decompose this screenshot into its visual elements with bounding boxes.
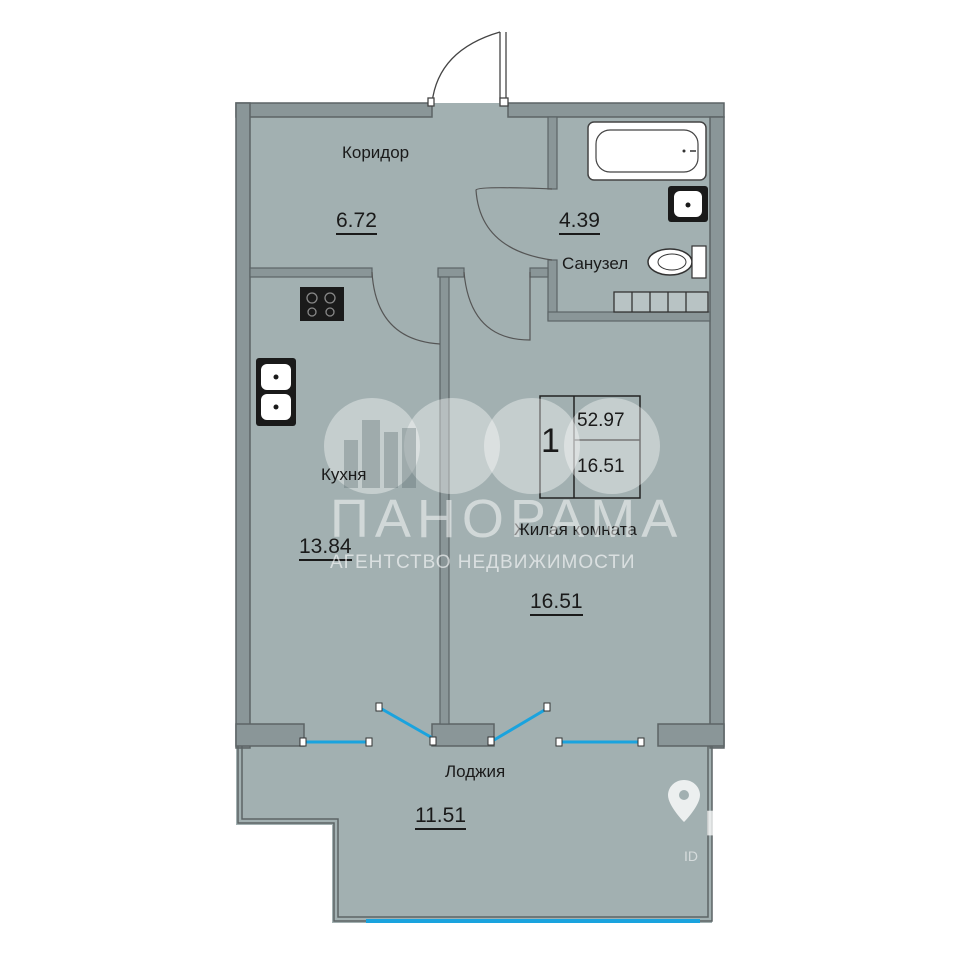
kitchen-area-value: 13.84 xyxy=(299,535,352,561)
living-name: Жилая комната xyxy=(514,520,637,539)
loggia-area-value: 11.51 xyxy=(415,804,466,830)
corridor-area-value: 6.72 xyxy=(336,209,377,235)
total-area: 52.97 xyxy=(577,410,625,431)
stove-icon xyxy=(300,287,344,321)
living-area-value: 16.51 xyxy=(530,590,583,616)
cian-id: ID xyxy=(684,848,698,864)
corridor-name: Коридор xyxy=(342,143,410,162)
toilet-icon xyxy=(647,245,707,279)
location-pin-icon xyxy=(668,780,700,822)
bathroom-area: 4.39 xyxy=(559,209,600,235)
bathroom-cabinets xyxy=(613,291,709,313)
kitchen-area: 13.84 xyxy=(299,535,352,561)
watermark-title: ПАНОРАМА xyxy=(330,489,684,549)
living-area-info: 16.51 xyxy=(577,456,625,477)
loggia-area: 11.51 xyxy=(415,804,466,830)
corridor-area: 6.72 xyxy=(336,209,377,235)
bathtub-icon xyxy=(587,121,707,181)
watermark-logo xyxy=(324,398,660,494)
watermark-subtitle: АГЕНТСТВО НЕДВИЖИМОСТИ xyxy=(330,552,636,573)
bathroom-name: Санузел xyxy=(562,254,629,273)
door-icon xyxy=(427,31,509,107)
loggia-outline xyxy=(237,746,713,922)
loggia-name: Лоджия xyxy=(445,762,506,781)
interior-door-arcs xyxy=(371,187,553,345)
windows xyxy=(304,706,700,923)
sink-icon xyxy=(668,186,708,222)
double-sink-icon xyxy=(256,358,296,426)
cian-logo: циан xyxy=(704,793,814,845)
watermark-buildings xyxy=(344,420,416,488)
living-area: 16.51 xyxy=(530,590,583,616)
window-caps xyxy=(299,702,645,747)
bathroom-area-value: 4.39 xyxy=(559,209,600,235)
rooms-count: 1 xyxy=(541,422,560,460)
outer-walls xyxy=(235,102,725,749)
kitchen-name: Кухня xyxy=(321,465,367,484)
info-box xyxy=(539,395,641,499)
